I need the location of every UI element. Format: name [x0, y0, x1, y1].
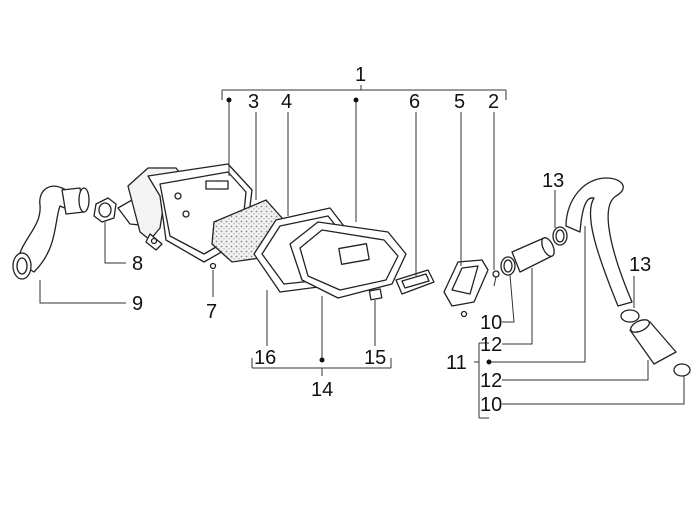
clamp-ring-right-part — [673, 363, 691, 377]
callout-12-upper: 12 — [480, 334, 502, 356]
callout-8: 8 — [132, 253, 143, 275]
short-hose-part — [511, 237, 555, 273]
callout-2: 2 — [488, 91, 499, 113]
plate-part — [395, 269, 435, 295]
leader-lines — [39, 85, 685, 419]
callout-16: 16 — [254, 347, 276, 369]
callout-3: 3 — [248, 91, 259, 113]
callout-6: 6 — [409, 91, 420, 113]
clamp-nut-part — [93, 197, 117, 223]
reed-valve-part — [443, 259, 489, 318]
callout-15: 15 — [364, 347, 386, 369]
callout-10-upper: 10 — [480, 312, 502, 334]
hose-clamp-right-part — [620, 309, 640, 323]
callout-11: 11 — [446, 352, 467, 374]
screw-part — [492, 270, 500, 287]
filter-cover-part — [289, 221, 407, 299]
callout-1: 1 — [355, 64, 366, 86]
clip-part — [368, 288, 383, 301]
callout-5: 5 — [454, 91, 465, 113]
callout-7: 7 — [206, 301, 217, 323]
callout-12-lower: 12 — [480, 370, 502, 392]
callout-10-lower: 10 — [480, 394, 502, 416]
callout-9: 9 — [132, 293, 143, 315]
callout-14: 14 — [311, 379, 333, 401]
hose-clamp-part — [552, 226, 568, 246]
callout-4: 4 — [281, 91, 292, 113]
callout-13-left: 13 — [542, 170, 564, 192]
small-screw-part — [209, 262, 217, 270]
callout-13-right: 13 — [629, 254, 651, 276]
short-hose-right-part — [629, 319, 677, 365]
clamp-ring-part — [500, 256, 516, 276]
intake-hose-part — [12, 185, 90, 280]
long-hose-part — [565, 177, 633, 307]
leader-dots — [226, 97, 492, 365]
